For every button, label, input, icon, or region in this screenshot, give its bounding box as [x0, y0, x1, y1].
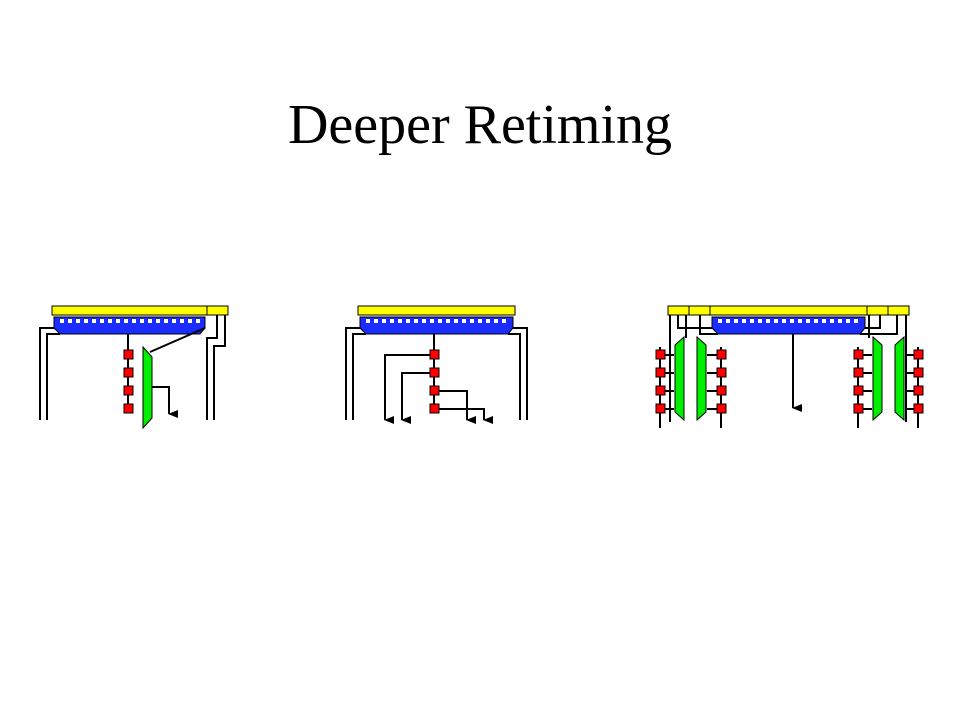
register: [655, 403, 666, 414]
register: [913, 403, 924, 414]
mux: [696, 335, 707, 422]
bus-segment: [206, 305, 229, 316]
register: [853, 367, 864, 378]
register: [853, 403, 864, 414]
mux: [142, 345, 153, 430]
register: [716, 403, 727, 414]
bus-segment: [51, 305, 208, 316]
register: [123, 385, 134, 396]
register: [429, 367, 440, 378]
register: [853, 349, 864, 360]
crossbar: [53, 316, 206, 335]
mux: [894, 335, 905, 422]
register-banks: [655, 349, 924, 414]
register: [123, 403, 134, 414]
bus-segment: [866, 305, 889, 316]
bus-segment: [709, 305, 868, 316]
bus-segment: [887, 305, 910, 316]
register: [913, 385, 924, 396]
register: [716, 367, 727, 378]
figure-single-output: [39, 305, 229, 430]
crossbar: [711, 316, 866, 335]
register: [853, 385, 864, 396]
mux: [872, 335, 883, 422]
register: [655, 367, 666, 378]
register: [913, 349, 924, 360]
bus-segment: [357, 305, 516, 316]
figure-distributed: [655, 305, 924, 428]
mux: [674, 335, 685, 422]
register-chain: [429, 349, 440, 414]
register: [123, 367, 134, 378]
register: [716, 349, 727, 360]
register: [429, 385, 440, 396]
register: [655, 349, 666, 360]
register: [913, 367, 924, 378]
figure-multi-tap: [345, 305, 528, 424]
bus-segment: [667, 305, 690, 316]
register: [716, 385, 727, 396]
crossbar: [359, 316, 514, 335]
bus-segment: [688, 305, 711, 316]
slide-title: Deeper Retiming: [287, 94, 673, 156]
register: [429, 403, 440, 414]
register-chain: [123, 349, 134, 414]
register: [655, 385, 666, 396]
register: [123, 349, 134, 360]
register: [429, 349, 440, 360]
